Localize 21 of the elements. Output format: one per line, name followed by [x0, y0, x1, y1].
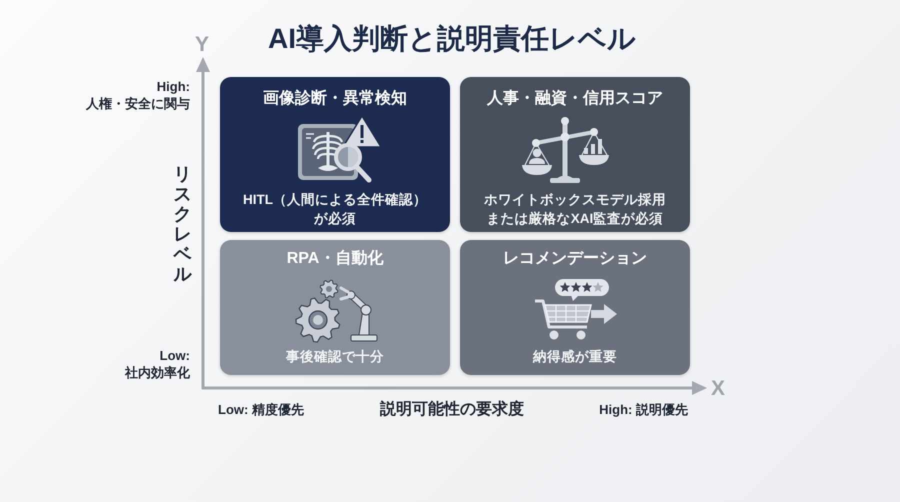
axis-level-label: Low: 社内効率化 [125, 347, 190, 381]
axis-title: 説明可能性の要求度 [380, 399, 524, 420]
quadrant-heading: レコメンデーション [503, 249, 647, 269]
axis-title: リスクレベル [173, 164, 192, 284]
quadrant-description: 納得感が重要 [533, 348, 617, 366]
axis-letter: Y [195, 33, 210, 57]
quadrant-description: 事後確認で十分 [286, 348, 384, 366]
quadrant-box [460, 77, 690, 232]
axis-level-label: High: 説明優先 [599, 401, 688, 418]
quadrant-box [220, 77, 450, 232]
quadrant-box [220, 240, 450, 375]
quadrant-heading: 人事・融資・信用スコア [487, 88, 663, 109]
title: AI導入判断と説明責任レベル [268, 22, 636, 56]
quadrant-box [460, 240, 690, 375]
axis-level-label: High: 人権・安全に関与 [86, 78, 190, 112]
axis-level-label: Low: 精度優先 [218, 401, 304, 418]
quadrant-description: ホワイトボックスモデル採用または厳格なXAI監査が必須 [483, 191, 667, 228]
quadrant-heading: 画像診断・異常検知 [263, 88, 407, 109]
quadrant-description: HITL（人間による全件確認）が必須 [242, 191, 428, 228]
axis-letter: X [711, 377, 726, 401]
quadrant-heading: RPA・自動化 [286, 248, 384, 269]
